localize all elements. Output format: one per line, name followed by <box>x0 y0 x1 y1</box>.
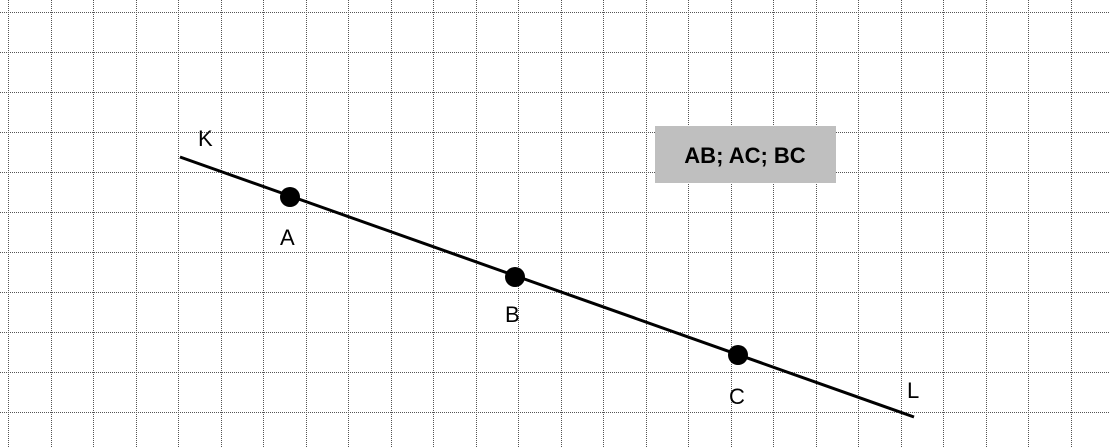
label-c: C <box>729 384 745 409</box>
segments-box-text: AB; AC; BC <box>684 143 805 168</box>
point-a <box>280 187 300 207</box>
label-b: B <box>505 302 520 327</box>
line-kl <box>179 155 915 419</box>
point-c <box>728 345 748 365</box>
label-l: L <box>907 378 919 403</box>
segments-box-background <box>655 126 836 183</box>
segments-box: AB; AC; BC <box>655 126 836 183</box>
label-a: A <box>280 225 295 250</box>
point-b <box>505 267 525 287</box>
label-k: K <box>198 126 213 151</box>
